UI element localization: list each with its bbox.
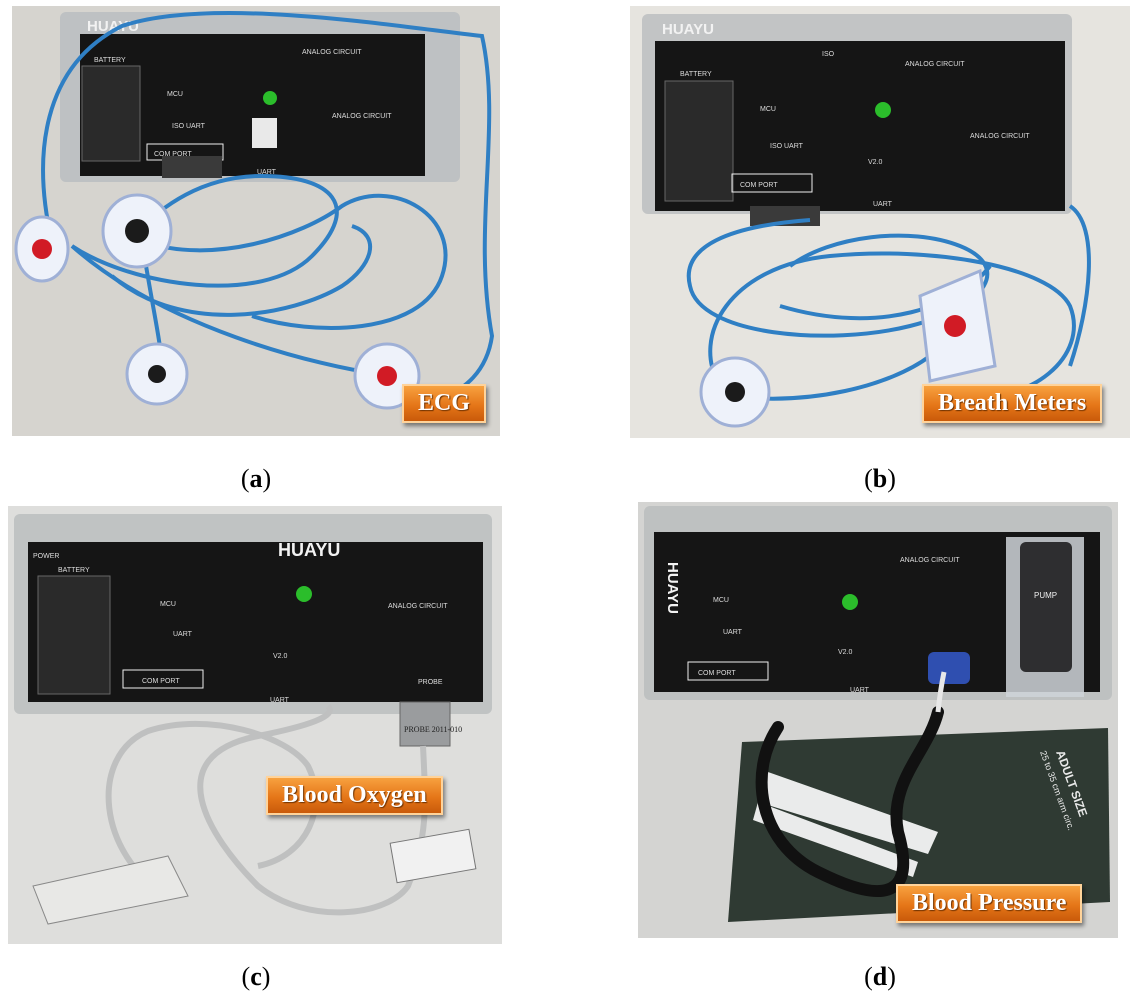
oxygen-board-photo: HUAYU POWER BATTERY MCU UART COM PORT UA…	[8, 506, 502, 944]
svg-text:COM PORT: COM PORT	[740, 182, 778, 189]
svg-text:COM PORT: COM PORT	[154, 151, 192, 158]
svg-text:UART: UART	[270, 697, 290, 704]
board-brand-c: HUAYU	[278, 540, 340, 560]
svg-text:PUMP: PUMP	[1034, 591, 1057, 600]
svg-text:V2.0: V2.0	[868, 159, 883, 166]
svg-text:ISO: ISO	[822, 51, 835, 58]
svg-text:UART: UART	[173, 631, 193, 638]
svg-text:MCU: MCU	[760, 106, 776, 113]
caption-a: (a)	[240, 464, 272, 493]
svg-text:MCU: MCU	[713, 597, 729, 604]
svg-text:ISO UART: ISO UART	[770, 143, 804, 150]
svg-text:V2.0: V2.0	[273, 653, 288, 660]
svg-text:PROBE 2011-010: PROBE 2011-010	[404, 725, 462, 734]
photo-panel-a: HUAYU BATTERY MCU ISO UART COM PORT UART…	[12, 6, 500, 436]
badge-blood-oxygen: Blood Oxygen	[266, 776, 443, 815]
svg-text:PROBE: PROBE	[418, 679, 443, 686]
photo-panel-c: HUAYU POWER BATTERY MCU UART COM PORT UA…	[8, 506, 502, 944]
board-brand-d: HUAYU	[664, 562, 681, 614]
svg-text:ANALOG CIRCUIT: ANALOG CIRCUIT	[905, 61, 965, 68]
photo-panel-d: HUAYU MCU UART COM PORT UART ANALOG CIRC…	[638, 502, 1118, 938]
svg-text:COM PORT: COM PORT	[698, 670, 736, 677]
svg-text:MCU: MCU	[167, 91, 183, 98]
svg-text:ISO UART: ISO UART	[172, 123, 206, 130]
svg-text:POWER: POWER	[33, 553, 59, 560]
caption-d: (d)	[864, 962, 896, 991]
svg-text:ANALOG CIRCUIT: ANALOG CIRCUIT	[970, 133, 1030, 140]
ecg-board-photo: HUAYU BATTERY MCU ISO UART COM PORT UART…	[12, 6, 500, 436]
board-brand-b: HUAYU	[662, 21, 714, 38]
pressure-board-photo: HUAYU MCU UART COM PORT UART ANALOG CIRC…	[638, 502, 1118, 938]
svg-text:BATTERY: BATTERY	[680, 71, 712, 78]
svg-text:BATTERY: BATTERY	[58, 567, 90, 574]
caption-b: (b)	[864, 464, 896, 493]
badge-ecg: ECG	[402, 384, 487, 423]
svg-text:ANALOG CIRCUIT: ANALOG CIRCUIT	[302, 49, 362, 56]
photo-panel-b: HUAYU BATTERY MCU ISO UART ISO COM PORT …	[630, 6, 1130, 438]
svg-text:MCU: MCU	[160, 601, 176, 608]
badge-blood-pressure: Blood Pressure	[896, 884, 1083, 923]
svg-text:ANALOG CIRCUIT: ANALOG CIRCUIT	[332, 113, 392, 120]
svg-text:ANALOG CIRCUIT: ANALOG CIRCUIT	[900, 557, 960, 564]
svg-text:V2.0: V2.0	[838, 649, 853, 656]
svg-text:UART: UART	[723, 629, 743, 636]
svg-text:UART: UART	[257, 169, 277, 176]
svg-text:BATTERY: BATTERY	[94, 57, 126, 64]
board-brand-a: HUAYU	[87, 18, 139, 35]
badge-breath-meters: Breath Meters	[922, 384, 1103, 423]
svg-text:UART: UART	[850, 687, 870, 694]
caption-c: (c)	[241, 962, 271, 991]
breath-board-photo: HUAYU BATTERY MCU ISO UART ISO COM PORT …	[630, 6, 1130, 438]
svg-text:UART: UART	[873, 201, 893, 208]
svg-text:COM PORT: COM PORT	[142, 678, 180, 685]
svg-text:ANALOG CIRCUIT: ANALOG CIRCUIT	[388, 603, 448, 610]
